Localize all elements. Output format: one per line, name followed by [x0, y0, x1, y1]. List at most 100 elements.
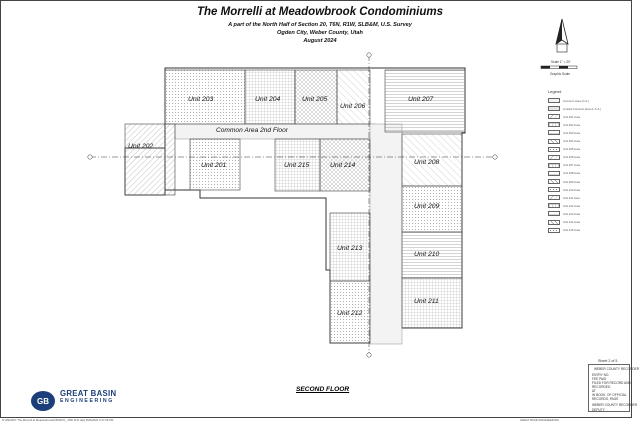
plat-title: The Morrelli at Meadowbrook Condominiums [197, 6, 443, 18]
legend-swatch [548, 98, 560, 103]
legend-swatch [548, 211, 560, 217]
legend-item-label: Unit 215 Area [563, 228, 580, 233]
legend-swatch [548, 130, 560, 136]
legend-item: Unit 201 Area [548, 114, 618, 120]
legend-swatch [548, 227, 560, 233]
unit-204-label: Unit 204 [255, 96, 281, 103]
recorder-page: OF OFFICIAL [607, 393, 627, 397]
sheet-number: Sheet 2 of 5 [598, 359, 618, 363]
unit-212-label: Unit 212 [337, 310, 363, 317]
unit-213-label: Unit 213 [337, 245, 363, 252]
legend-item-label: Limited Common Area (L.C.A.) [563, 106, 602, 111]
legend-item-label: Unit 210 Area [563, 187, 580, 192]
unit-201-label: Unit 201 [201, 162, 227, 169]
legend-item-label: Unit 205 Area [563, 147, 580, 152]
unit-206-label: Unit 206 [340, 103, 366, 110]
recorder-box: WEBER COUNTY RECORDER ENTRY NO. FEE PAID… [588, 364, 639, 412]
graphic-scale-text: Graphic Scale [550, 72, 571, 76]
company-logo: GB GREAT BASIN ENGINEERING [30, 389, 140, 413]
legend-item: Unit 202 Area [548, 122, 618, 128]
unit-202-label: Unit 202 [128, 143, 154, 150]
legend-item: Common Area (C.A.) [548, 98, 618, 104]
legend-item-label: Unit 209 Area [563, 179, 580, 184]
recorder-recorded: RECORDED [592, 385, 611, 389]
legend-item: Unit 203 Area [548, 130, 618, 136]
legend-item-label: Common Area (C.A.) [563, 98, 589, 103]
legend-item: Unit 215 Area [548, 227, 618, 234]
recorder-line: WEBER COUNTY RECORDER [592, 403, 638, 407]
legend-swatch [548, 122, 560, 128]
recorder-title: WEBER COUNTY RECORDER [594, 367, 640, 371]
legend-swatch [548, 154, 560, 160]
graphic-scale-bar [540, 65, 578, 69]
sheet-border [0, 0, 632, 418]
legend-swatch [548, 170, 560, 176]
legend-swatch [548, 203, 560, 209]
floor-label: SECOND FLOOR [296, 386, 350, 393]
legend-item-label: Unit 203 Area [563, 130, 580, 135]
common-area-label: Common Area 2nd Floor [216, 127, 288, 134]
legend-item-label: Unit 201 Area [563, 114, 580, 119]
footer-path: N:\2504007 The Morrelli at Meadowbrook\2… [2, 418, 114, 422]
subtitle-line-2: Ogden City, Weber County, Utah [277, 30, 363, 36]
legend-swatch [548, 106, 560, 112]
recorder-entry: ENTRY NO. [592, 373, 610, 377]
legend-item: Unit 208 Area [548, 170, 618, 177]
footer-company: GREAT BASIN ENGINEERING [520, 418, 559, 422]
recorder-at: AT [592, 389, 596, 393]
recorder-filed: FILED FOR RECORD AND [592, 381, 631, 385]
recorder-records: RECORDS, PAGE [592, 397, 619, 401]
legend-item: Limited Common Area (L.C.A.) [548, 106, 618, 112]
unit-209-label: Unit 209 [414, 203, 440, 210]
company-badge-icon: GB [31, 391, 55, 411]
legend-item-label: Unit 211 Area [563, 195, 580, 200]
legend-swatch [548, 114, 560, 120]
legend-swatch [548, 146, 560, 152]
company-sub: ENGINEERING [60, 398, 114, 404]
legend-item: Unit 209 Area [548, 179, 618, 185]
legend-item: Unit 211 Area [548, 195, 618, 201]
legend-item: Unit 213 Area [548, 211, 618, 217]
legend-item-label: Unit 202 Area [563, 122, 580, 127]
legend-swatch [548, 219, 560, 225]
unit-210-label: Unit 210 [414, 251, 440, 258]
unit-203-label: Unit 203 [188, 96, 214, 103]
legend-item-label: Unit 207 Area [563, 163, 580, 168]
recorder-deputy: DEPUTY [592, 408, 605, 412]
legend-swatch [548, 187, 560, 193]
scale-text: Scale 1" = 20' [551, 60, 571, 64]
legend-item: Unit 205 Area [548, 146, 618, 153]
north-arrow-icon [555, 18, 569, 53]
legend-item: Unit 210 Area [548, 187, 618, 193]
legend-item: Unit 207 Area [548, 162, 618, 169]
recorder-book: IN BOOK [592, 393, 606, 397]
legend-swatch [548, 195, 560, 201]
legend-item: Unit 206 Area [548, 154, 618, 161]
legend-item: Unit 214 Area [548, 219, 618, 226]
legend-item-label: Unit 212 Area [563, 203, 580, 208]
unit-214-label: Unit 214 [330, 162, 356, 169]
subtitle-line-3: August 2024 [303, 38, 337, 44]
unit-215-label: Unit 215 [284, 162, 310, 169]
unit-208-label: Unit 208 [414, 159, 440, 166]
unit-211-label: Unit 211 [414, 298, 439, 305]
legend-swatch [548, 179, 560, 184]
unit-205-label: Unit 205 [302, 96, 328, 103]
recorder-fee: FEE PAID [592, 377, 607, 381]
legend-title: Legend [548, 89, 562, 94]
legend-item: Unit 212 Area [548, 203, 618, 209]
legend-item-label: Unit 213 Area [563, 211, 580, 216]
subtitle-line-1: A part of the North Half of Section 20, … [228, 22, 412, 28]
legend-item-label: Unit 206 Area [563, 155, 580, 160]
legend-item-label: Unit 204 Area [563, 139, 580, 143]
legend-item-label: Unit 208 Area [563, 171, 580, 176]
legend-swatch [548, 162, 560, 168]
unit-207-label: Unit 207 [408, 96, 434, 103]
legend-item-label: Unit 214 Area [563, 220, 580, 224]
company-name: GREAT BASIN [60, 389, 117, 398]
company-initials: GB [37, 397, 49, 406]
legend-item: Unit 204 Area [548, 138, 618, 145]
legend-swatch [548, 138, 560, 144]
